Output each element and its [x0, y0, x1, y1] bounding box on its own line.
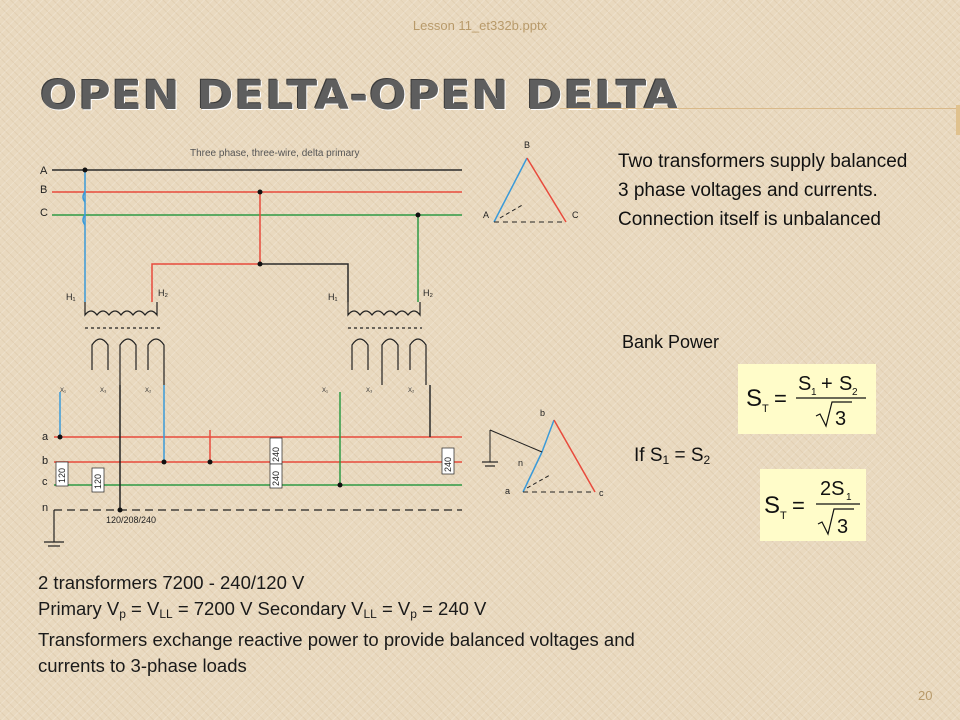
body-line-2: Primary Vp = VLL = 7200 V Secondary VLL …	[38, 598, 487, 621]
line-label-a-primary: A	[40, 165, 48, 177]
terminal-h1-right: H₁	[328, 292, 338, 302]
svg-text:T: T	[780, 510, 787, 522]
slide-number: 20	[918, 688, 933, 703]
svg-text:3: 3	[837, 516, 848, 538]
svg-text:+: +	[821, 373, 833, 395]
junction-dot	[337, 482, 343, 488]
description-text: Two transformers supply balanced 3 phase…	[618, 151, 908, 230]
svg-text:3: 3	[835, 408, 846, 430]
phasor-label-b: B	[524, 140, 530, 150]
body-line-3: Transformers exchange reactive power to …	[38, 629, 635, 676]
ground-symbol	[44, 510, 64, 547]
phasor-label-a: A	[483, 210, 489, 220]
bank-power-formula: S T = S 1 + S 2 3	[738, 364, 876, 434]
line-label-c-secondary: c	[42, 476, 48, 488]
junction-dot	[257, 189, 263, 195]
junction-dot	[82, 167, 88, 173]
svg-text:S: S	[798, 373, 811, 395]
equal-condition: If S1 = S2	[634, 445, 711, 467]
terminal-x2-right: X₂	[408, 388, 415, 394]
primary-phasor-diagram: B A C	[483, 140, 579, 223]
decorative-stripe	[956, 105, 960, 135]
bank-power-label: Bank Power	[622, 332, 720, 352]
junction-dot	[415, 212, 421, 218]
secondary-caption: 120/208/240	[106, 515, 156, 525]
svg-text:S: S	[839, 373, 852, 395]
primary-feed-mid2	[260, 263, 349, 302]
terminal-x2-left: X₂	[145, 388, 152, 394]
terminal-x3-left: X₃	[100, 388, 107, 394]
phasor-label-n: n	[518, 458, 523, 468]
line-label-b-primary: B	[40, 184, 47, 196]
voltage-label-240-c: 240	[443, 457, 453, 472]
svg-text:S: S	[764, 492, 780, 519]
line-label-a-secondary: a	[42, 431, 49, 443]
voltage-label-240-a: 240	[271, 447, 281, 462]
secondary-phasor-diagram: b n a c	[482, 408, 604, 498]
transformer-left	[84, 302, 165, 385]
voltage-label-120-a: 120	[57, 468, 67, 483]
phasor-label-b-lower: b	[540, 408, 545, 418]
body-line-1: 2 transformers 7200 - 240/120 V	[38, 572, 305, 593]
open-delta-wiring-diagram: Three phase, three-wire, delta primary A…	[40, 140, 604, 547]
junction-dot	[161, 459, 167, 465]
equal-power-formula: S T = 2S 1 3	[760, 469, 866, 541]
svg-text:1: 1	[811, 387, 817, 398]
svg-text:=: =	[774, 386, 787, 411]
title-divider	[560, 108, 960, 109]
slide-title: Open Delta-Open Delta	[40, 72, 679, 119]
file-name-header: Lesson 11_et332b.pptx	[412, 18, 548, 33]
svg-text:2: 2	[852, 387, 858, 398]
svg-text:2S: 2S	[820, 478, 844, 500]
line-label-c-primary: C	[40, 207, 48, 219]
terminal-x3-right: X₃	[366, 388, 373, 394]
line-label-b-secondary: b	[42, 455, 48, 467]
phasor-label-a-lower: a	[505, 486, 510, 496]
voltage-label-240-b: 240	[271, 471, 281, 486]
transformer-right	[347, 302, 427, 385]
terminal-x1-right: X₁	[322, 388, 328, 394]
line-label-n-secondary: n	[42, 502, 48, 514]
junction-dot	[257, 261, 263, 267]
terminal-h2-right: H₂	[423, 288, 433, 298]
svg-text:=: =	[792, 493, 805, 518]
svg-text:T: T	[762, 403, 769, 415]
body-text: 2 transformers 7200 - 240/120 V Primary …	[38, 570, 638, 679]
junction-dot	[57, 434, 63, 440]
terminal-h1-left: H₁	[66, 292, 76, 302]
svg-text:S: S	[746, 385, 762, 412]
phasor-label-c-lower: c	[599, 488, 604, 498]
primary-feed-mid	[151, 192, 261, 302]
primary-feed-crossover	[82, 191, 86, 226]
terminal-x1-left: X₁	[60, 388, 66, 394]
svg-text:1: 1	[846, 492, 852, 503]
junction-dot	[207, 459, 213, 465]
diagram-caption: Three phase, three-wire, delta primary	[190, 148, 360, 159]
terminal-h2-left: H₂	[158, 288, 168, 298]
junction-dot	[117, 507, 123, 513]
phasor-label-c: C	[572, 210, 579, 220]
voltage-label-120-b: 120	[93, 474, 103, 489]
